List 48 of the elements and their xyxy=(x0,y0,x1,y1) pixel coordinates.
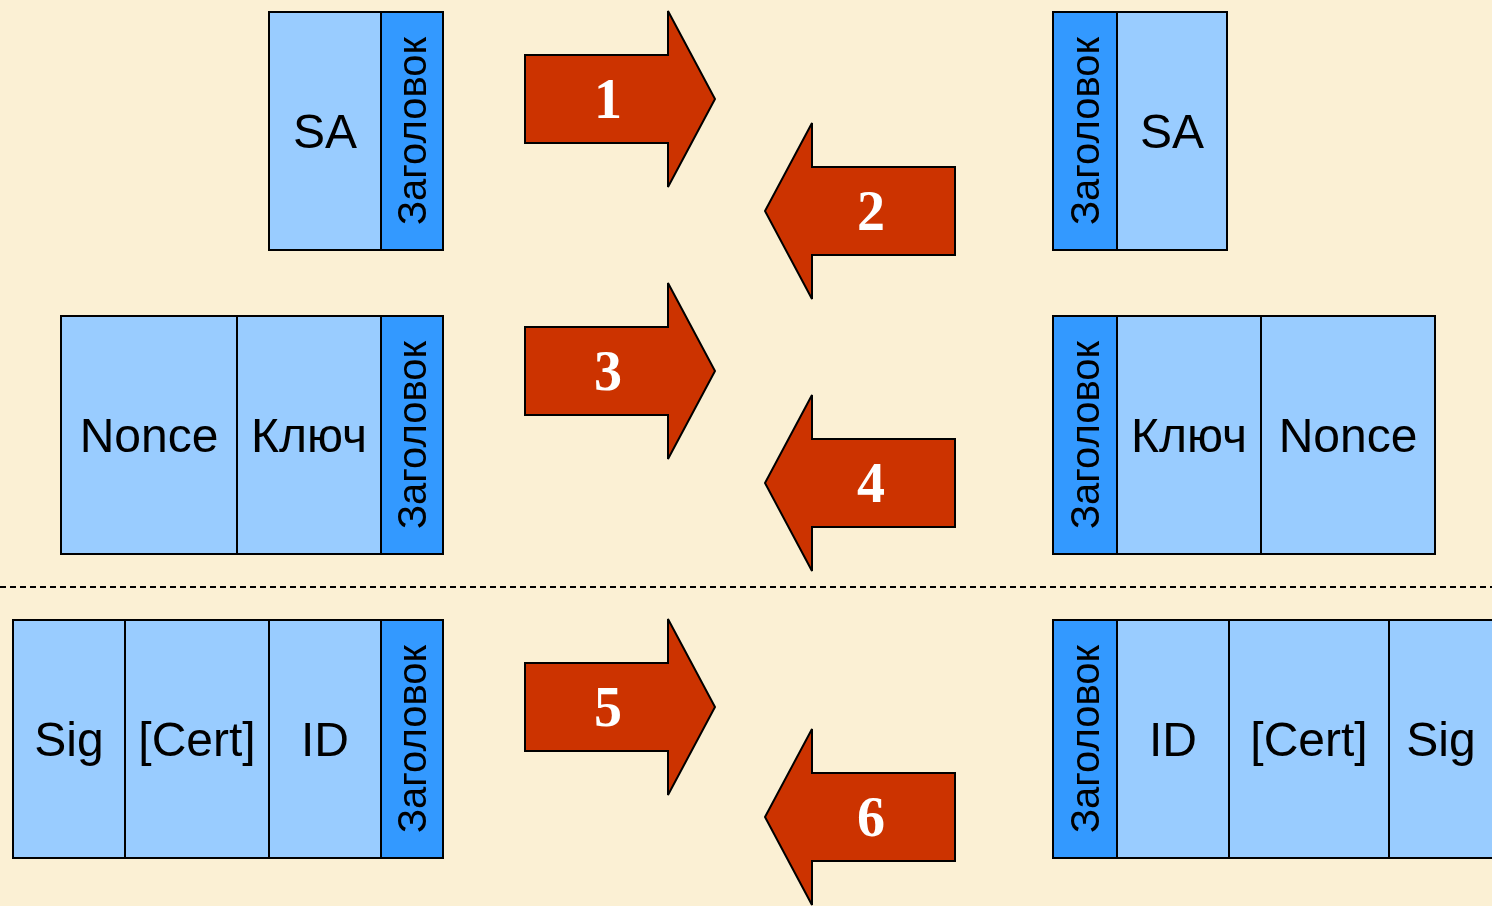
packet-field xyxy=(268,11,382,251)
block-arrow xyxy=(524,282,716,460)
header-label: Заголовок xyxy=(1062,36,1108,226)
packet-field xyxy=(1388,619,1492,859)
packet-field xyxy=(1116,619,1230,859)
step-number: 5 xyxy=(594,675,622,739)
field-label: SA xyxy=(1140,103,1204,159)
header-field xyxy=(1052,11,1118,251)
field-label: [Cert] xyxy=(1250,711,1368,767)
packet-field xyxy=(60,315,238,555)
block-arrow xyxy=(764,394,956,572)
field-label: [Cert] xyxy=(138,711,256,767)
header-label: Заголовок xyxy=(1062,644,1108,834)
field-label: Ключ xyxy=(1131,407,1247,463)
packet-field xyxy=(268,619,382,859)
header-label: Заголовок xyxy=(1062,340,1108,530)
header-field xyxy=(1052,315,1118,555)
block-arrow xyxy=(524,618,716,796)
block-arrow xyxy=(524,10,716,188)
packet-field xyxy=(1116,315,1262,555)
field-label: SA xyxy=(293,103,357,159)
header-field xyxy=(380,11,444,251)
field-label: ID xyxy=(301,711,349,767)
field-label: ID xyxy=(1149,711,1197,767)
step-number: 1 xyxy=(594,67,622,131)
step-number: 4 xyxy=(857,451,885,515)
packet-field xyxy=(1116,11,1228,251)
field-label: Ключ xyxy=(251,407,367,463)
step-number: 3 xyxy=(594,339,622,403)
header-field xyxy=(380,315,444,555)
field-label: Sig xyxy=(34,711,104,767)
field-label: Sig xyxy=(1406,711,1476,767)
field-label: Nonce xyxy=(1278,407,1418,463)
header-field xyxy=(1052,619,1118,859)
header-field xyxy=(380,619,444,859)
packet-field xyxy=(1260,315,1436,555)
step-number: 2 xyxy=(857,179,885,243)
block-arrow xyxy=(764,122,956,300)
packet-field xyxy=(236,315,382,555)
header-label: Заголовок xyxy=(389,36,435,226)
packet-field xyxy=(124,619,270,859)
block-arrow xyxy=(764,728,956,906)
field-label: Nonce xyxy=(79,407,219,463)
packet-field xyxy=(1228,619,1390,859)
header-label: Заголовок xyxy=(389,644,435,834)
header-label: Заголовок xyxy=(389,340,435,530)
packet-field xyxy=(12,619,126,859)
step-number: 6 xyxy=(857,785,885,849)
